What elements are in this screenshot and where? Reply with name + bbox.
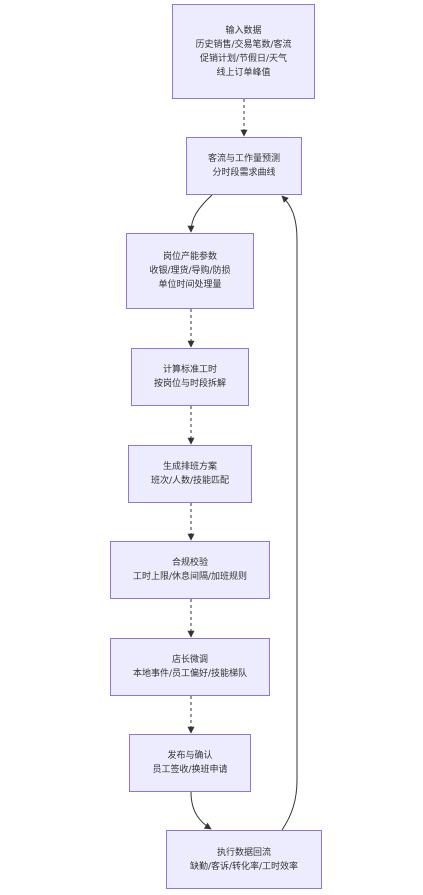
node-manager-adjust-line: 本地事件/员工偏好/技能梯队 bbox=[132, 669, 248, 679]
node-forecast-title: 客流与工作量预测 bbox=[207, 154, 280, 164]
edge-feedback-to-forecast bbox=[281, 195, 298, 831]
node-capacity-params-title: 岗位产能参数 bbox=[162, 252, 217, 262]
node-manager-adjust-title: 店长微调 bbox=[171, 655, 208, 665]
node-input-data-title: 输入数据 bbox=[225, 25, 262, 36]
node-input-data: 输入数据 历史销售/交易笔数/客流 促销计划/节假日/天气 线上订单峰值 bbox=[172, 4, 315, 99]
edge-forecast-to-capacity bbox=[187, 194, 213, 233]
node-compliance-check: 合规校验 工时上限/休息间隔/加班规则 bbox=[110, 541, 270, 599]
node-input-data-line: 促销计划/节假日/天气 bbox=[199, 53, 288, 64]
node-publish-confirm-title: 发布与确认 bbox=[167, 751, 213, 761]
node-execution-feedback-title: 执行数据回流 bbox=[216, 847, 271, 858]
node-compliance-check-line: 工时上限/休息间隔/加班规则 bbox=[132, 572, 248, 582]
node-capacity-params-line: 收银/理货/导购/防损 bbox=[149, 266, 231, 276]
node-publish-confirm: 发布与确认 员工签收/换班申请 bbox=[129, 734, 251, 792]
node-execution-feedback: 执行数据回流 缺勤/客诉/转化率/工时效率 bbox=[166, 830, 322, 889]
node-generate-schedule: 生成排班方案 班次/人数/技能匹配 bbox=[128, 445, 252, 503]
node-execution-feedback-line: 缺勤/客诉/转化率/工时效率 bbox=[189, 861, 299, 872]
node-standard-hours: 计算标准工时 按岗位与时段拆解 bbox=[131, 348, 249, 406]
node-publish-confirm-line: 员工签收/换班申请 bbox=[152, 765, 228, 775]
node-capacity-params: 岗位产能参数 收银/理货/导购/防损 单位时间处理量 bbox=[126, 233, 254, 309]
node-generate-schedule-line: 班次/人数/技能匹配 bbox=[150, 476, 230, 486]
node-forecast: 客流与工作量预测 分时段需求曲线 bbox=[186, 137, 302, 195]
node-standard-hours-title: 计算标准工时 bbox=[162, 365, 217, 375]
node-capacity-params-line: 单位时间处理量 bbox=[158, 280, 222, 290]
node-input-data-line: 历史销售/交易笔数/客流 bbox=[195, 39, 292, 50]
node-forecast-line: 分时段需求曲线 bbox=[212, 168, 276, 178]
node-compliance-check-title: 合规校验 bbox=[171, 558, 208, 568]
node-input-data-line: 线上订单峰值 bbox=[216, 67, 271, 78]
edge-publish-to-feedback bbox=[190, 791, 212, 830]
node-manager-adjust: 店长微调 本地事件/员工偏好/技能梯队 bbox=[110, 638, 270, 696]
node-generate-schedule-title: 生成排班方案 bbox=[162, 462, 217, 472]
node-standard-hours-line: 按岗位与时段拆解 bbox=[153, 379, 226, 389]
